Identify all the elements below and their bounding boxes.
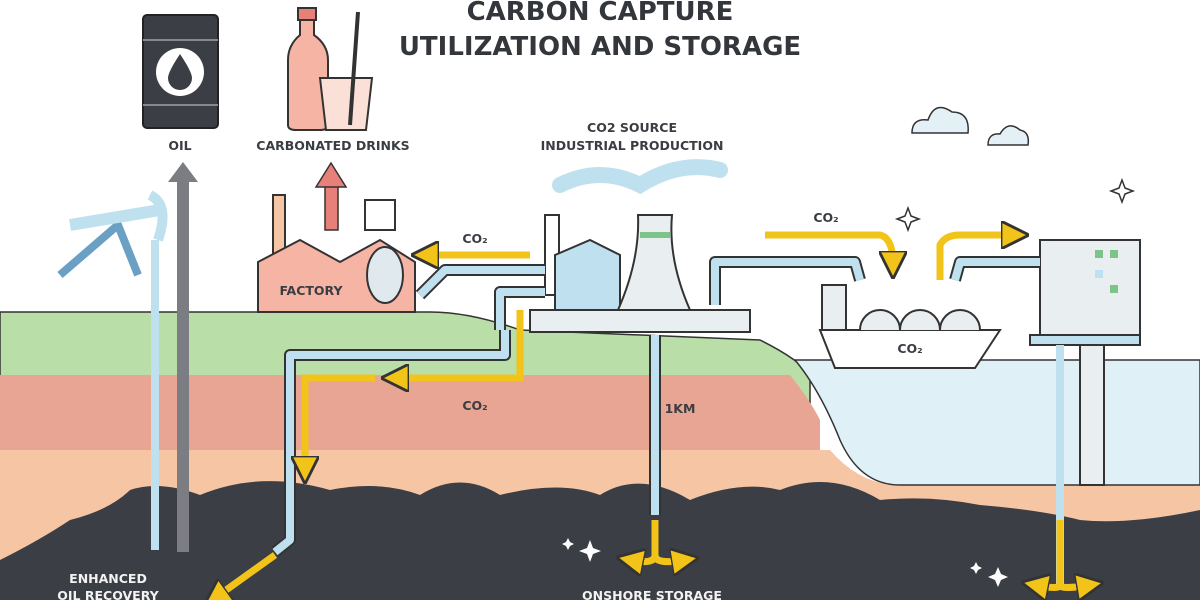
label-oil: OIL [168, 138, 191, 153]
label-co2-route: CO₂ [813, 210, 838, 225]
drinks-up-arrow [314, 161, 348, 231]
label-oil-recovery: OIL RECOVERY [57, 588, 159, 600]
co2-tanker-ship [818, 284, 1002, 369]
label-carbonated-drinks: CARBONATED DRINKS [256, 138, 409, 153]
oil-barrel-icon [142, 14, 219, 129]
factory-building [257, 194, 416, 313]
label-co2-factory: CO₂ [462, 231, 487, 246]
pump-jack-icon [57, 190, 168, 550]
label-enhanced: ENHANCED [69, 571, 147, 586]
offshore-platform [1029, 239, 1141, 590]
label-co2-source: CO2 SOURCE [587, 120, 677, 135]
industrial-plant [529, 159, 751, 333]
cloud-icon [911, 106, 1030, 146]
bedrock-layer [0, 481, 1200, 600]
title-line-1: CARBON CAPTURE [467, 0, 734, 27]
label-depth: 1KM [665, 401, 696, 416]
co2-flow-arrows [215, 235, 1090, 600]
label-co2-underground: CO₂ [462, 398, 487, 413]
label-co2-ship: CO₂ [897, 341, 922, 356]
title-line-2: UTILIZATION AND STORAGE [399, 32, 801, 62]
oil-up-arrow [168, 162, 198, 552]
label-industrial-production: INDUSTRIAL PRODUCTION [541, 138, 724, 153]
sky-sparkle-icon [894, 177, 1136, 233]
carbonated-drinks-icon [287, 7, 374, 131]
label-factory: FACTORY [279, 283, 343, 298]
sparkle-icon [562, 538, 1008, 587]
label-onshore-storage: ONSHORE STORAGE [582, 588, 722, 600]
sea [793, 359, 1200, 486]
